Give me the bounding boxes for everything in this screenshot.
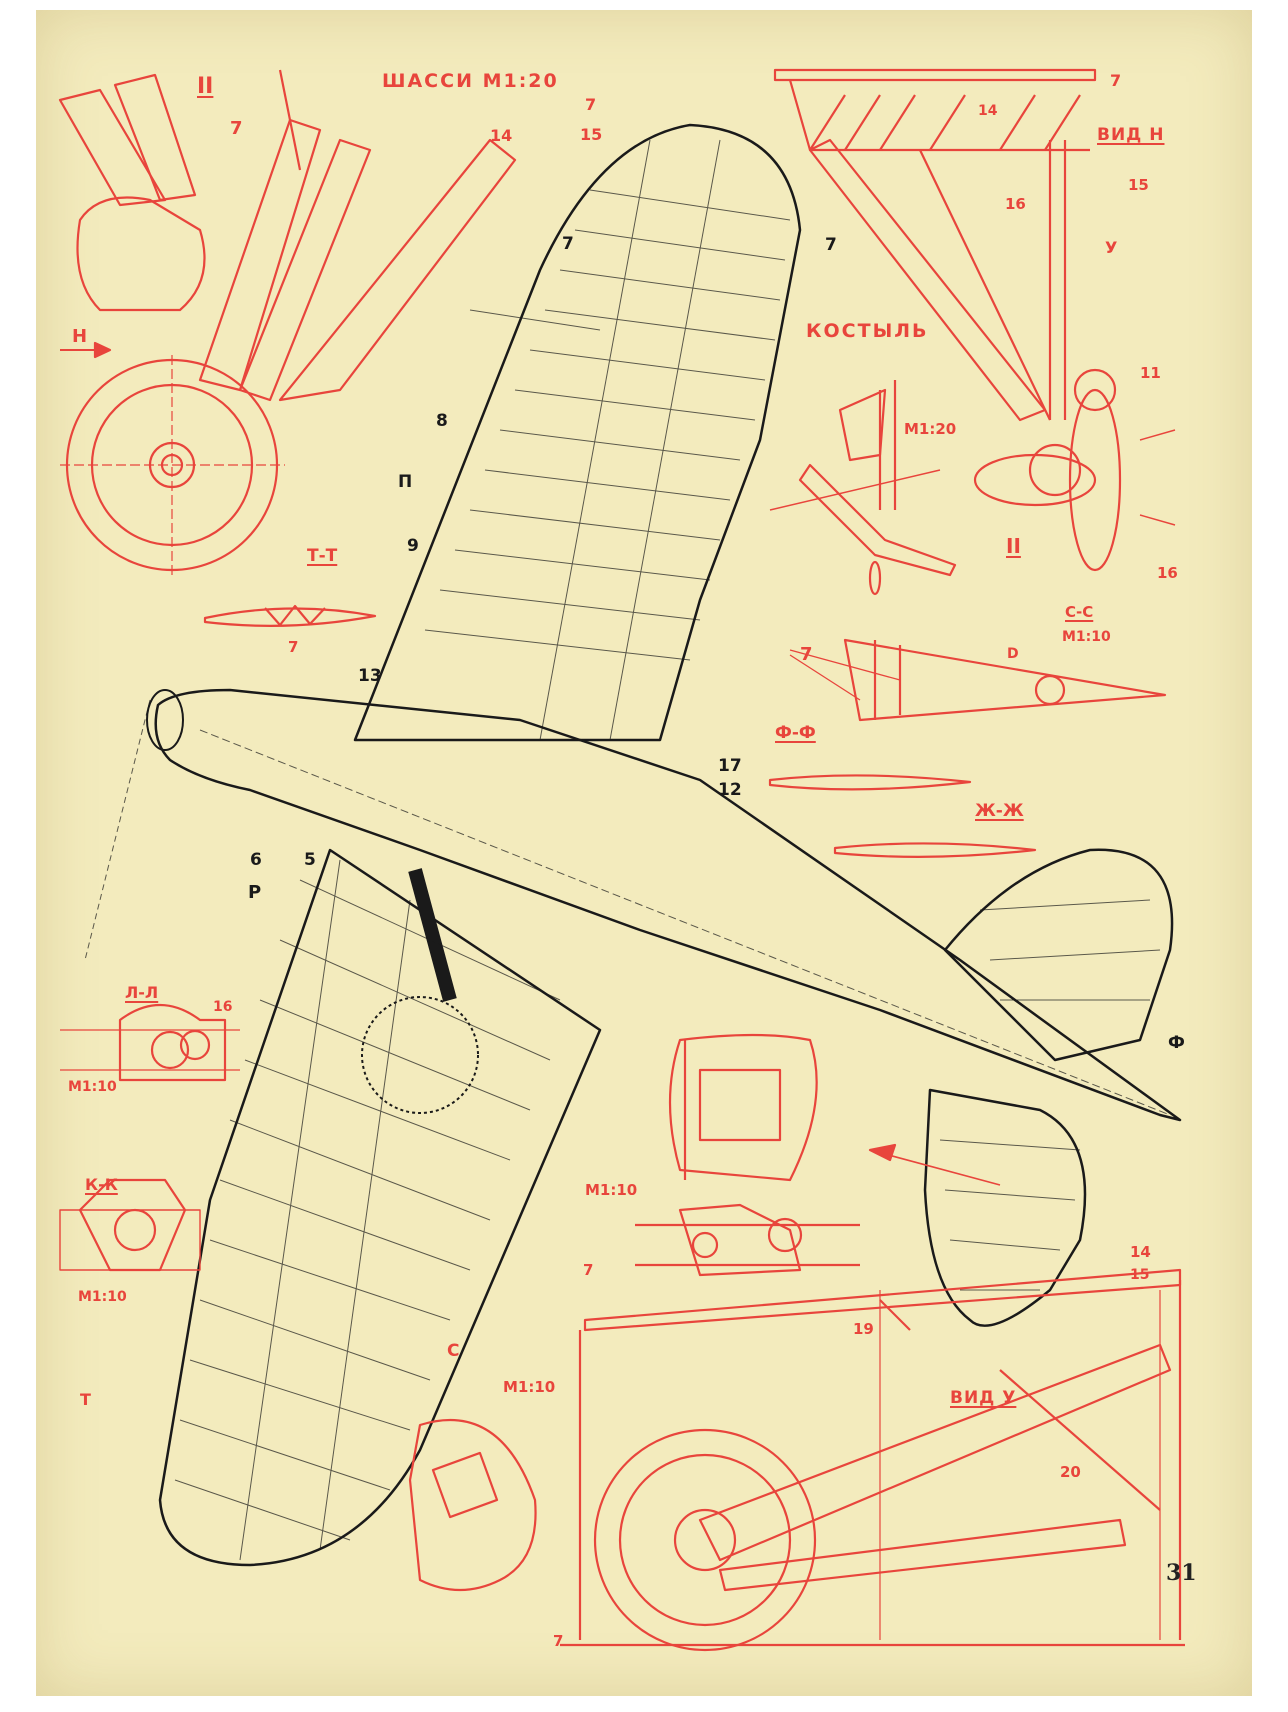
u-label: У xyxy=(1105,238,1118,257)
chassis-top-left-drawing xyxy=(58,69,517,575)
callout-20: 20 xyxy=(1060,1463,1081,1481)
crutch-scale: М1:20 xyxy=(904,420,957,438)
callout-8: 8 xyxy=(436,411,448,431)
section-tt-drawing xyxy=(203,604,377,627)
callout-11: 11 xyxy=(1140,364,1161,382)
upper-tailplane-outline xyxy=(943,848,1174,1062)
callout-5: 5 xyxy=(304,850,316,870)
h-label: Н xyxy=(72,326,88,347)
section-ff-drawing xyxy=(768,774,972,791)
view-h-title: ВИД Н xyxy=(1097,125,1165,145)
callout-16: 16 xyxy=(1157,564,1178,582)
section-zz-label: Ж-Ж xyxy=(975,801,1024,821)
detail-c-scale: М1:10 xyxy=(503,1378,556,1396)
callout-7: 7 xyxy=(562,234,574,254)
section-ff-label: Ф-Ф xyxy=(775,723,816,743)
spinner xyxy=(146,689,184,751)
callout-9: 9 xyxy=(407,536,419,556)
callout-14: 14 xyxy=(1130,1243,1151,1261)
view-u-drawing xyxy=(560,1268,1185,1652)
callout-14: 14 xyxy=(490,126,513,145)
crutch-title: КОСТЫЛЬ xyxy=(806,320,929,342)
detail-c-drawing xyxy=(408,1418,537,1592)
section-tt-label: Т-Т xyxy=(307,546,338,566)
callout-6: 6 xyxy=(250,850,262,870)
callout-7: 7 xyxy=(288,638,299,656)
callout-19: 19 xyxy=(853,1320,874,1338)
section-ll-label: Л-Л xyxy=(125,983,159,1002)
callout-14: 14 xyxy=(978,103,998,119)
p-cut-label: П xyxy=(398,472,413,492)
callout-16: 16 xyxy=(1005,195,1026,213)
c-cut-label: С xyxy=(447,1341,460,1361)
callout-7: 7 xyxy=(583,1261,594,1279)
callout-15: 15 xyxy=(1130,1267,1150,1283)
callout-15: 15 xyxy=(1128,176,1149,194)
r-cut-label: Р xyxy=(248,882,262,903)
callout-13: 13 xyxy=(358,666,382,686)
view-u-title: ВИД У xyxy=(950,1388,1017,1408)
f-cut-label: Ф xyxy=(1168,1033,1185,1053)
callout-17: 17 xyxy=(718,756,742,776)
callout-7: 7 xyxy=(1110,71,1122,90)
chassis-title: ШАССИ М1:20 xyxy=(382,70,559,92)
section-kk-label: К-К xyxy=(85,1175,118,1194)
detail-scale: М1:10 xyxy=(585,1181,638,1199)
section-cc-label: С-С xyxy=(1065,603,1094,621)
section-zz-drawing xyxy=(833,842,1037,858)
callout-7: 7 xyxy=(230,118,243,139)
callout-16: 16 xyxy=(213,999,233,1015)
callout-12: 12 xyxy=(718,780,742,800)
lower-wing-outline xyxy=(158,848,602,1567)
section-ll-scale: М1:10 xyxy=(68,1079,117,1095)
section-ll-drawing xyxy=(60,1003,240,1082)
page-number: 31 xyxy=(1166,1560,1197,1586)
section-kk-scale: М1:10 xyxy=(78,1289,127,1305)
upper-wing-outline xyxy=(353,123,802,742)
roman-ii-label-crutch: II xyxy=(1006,534,1021,558)
main-wheel-disc xyxy=(361,996,479,1114)
section-cc-drawing xyxy=(789,638,1167,722)
callout-7: 7 xyxy=(553,1632,564,1650)
section-cc-scale: М1:10 xyxy=(1062,629,1111,645)
t-cut-label: Т xyxy=(80,1390,91,1409)
callout-7: 7 xyxy=(800,644,813,665)
section-kk-drawing xyxy=(59,1178,201,1272)
d-label: D xyxy=(1007,646,1019,662)
crutch-drawing xyxy=(769,380,957,596)
roman-ii-label-top: II xyxy=(197,74,214,99)
tailwheel-detail-drawing xyxy=(635,1033,860,1277)
callout-15: 15 xyxy=(580,125,603,144)
lower-tailplane-outline xyxy=(923,1088,1087,1327)
callout-7: 7 xyxy=(585,95,597,114)
callout-7: 7 xyxy=(825,235,837,255)
view-h-drawing xyxy=(773,68,1176,572)
